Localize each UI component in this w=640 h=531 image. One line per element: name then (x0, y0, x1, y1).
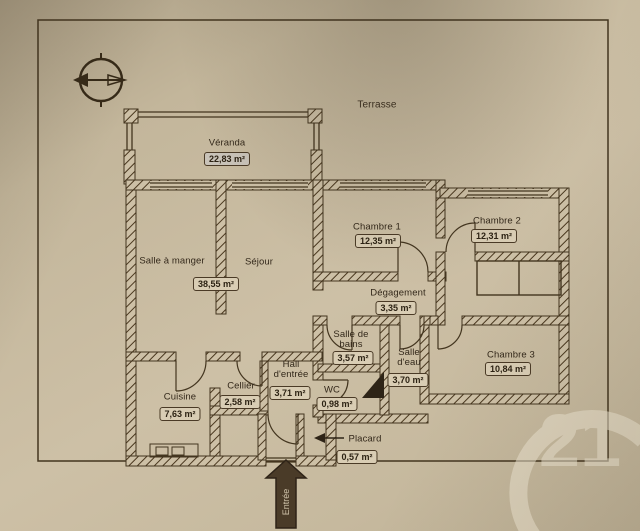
room-label-salle-d-eau: Salle d'eau (397, 346, 421, 368)
area-box-chambre-3: 10,84 m² (484, 362, 532, 376)
watermark-text: 21 (539, 399, 621, 482)
compass-icon (73, 53, 128, 107)
room-label-chambre-1: Chambre 1 (353, 221, 401, 233)
area-box-chambre-1: 12,35 m² (354, 234, 402, 248)
entrance-arrow-label: Entrée (281, 489, 291, 516)
room-label-wc: WC (323, 384, 341, 396)
area-box-salle-a-manger: 38,55 m² (192, 277, 240, 291)
terrace-label: Terrasse (357, 99, 397, 111)
closet-outline (476, 260, 562, 296)
windows-layer (150, 181, 548, 463)
area-box-veranda: 22,83 m² (203, 152, 251, 166)
area-box-chambre-2: 12,31 m² (470, 229, 518, 243)
area-box-degagement: 3,35 m² (375, 301, 417, 315)
room-label-cuisine: Cuisine (163, 391, 197, 403)
room-label-hall-entree: Hall d'entrée (273, 358, 309, 380)
room-label-veranda: Véranda (208, 137, 246, 149)
room-label-degagement: Dégagement (370, 287, 426, 299)
room-label-cellier: Cellier (227, 380, 255, 392)
century21-watermark: 21 (509, 399, 640, 531)
area-box-hall-entree: 3,71 m² (269, 386, 311, 400)
room-label-chambre-2: Chambre 2 (473, 215, 521, 227)
area-box-cuisine: 7,63 m² (159, 407, 201, 421)
area-box-placard: 0,57 m² (336, 450, 378, 464)
black-triangle-marker (362, 372, 384, 398)
room-label-salle-de-bains: Salle de bains (333, 328, 369, 350)
area-box-salle-de-bains: 3,57 m² (332, 351, 374, 365)
room-label-sejour: Séjour (244, 256, 274, 268)
placard-arrow-icon (314, 433, 344, 443)
area-box-cellier: 2,58 m² (219, 395, 261, 409)
area-box-salle-d-eau: 3,70 m² (387, 373, 429, 387)
entrance-arrow-icon: Entrée (264, 458, 308, 529)
room-label-salle-a-manger: Salle à manger (139, 255, 205, 267)
kitchen-sink-symbol (149, 443, 199, 458)
room-label-chambre-3: Chambre 3 (487, 349, 535, 361)
room-label-placard: Placard (348, 433, 382, 445)
area-box-wc: 0,98 m² (316, 397, 358, 411)
